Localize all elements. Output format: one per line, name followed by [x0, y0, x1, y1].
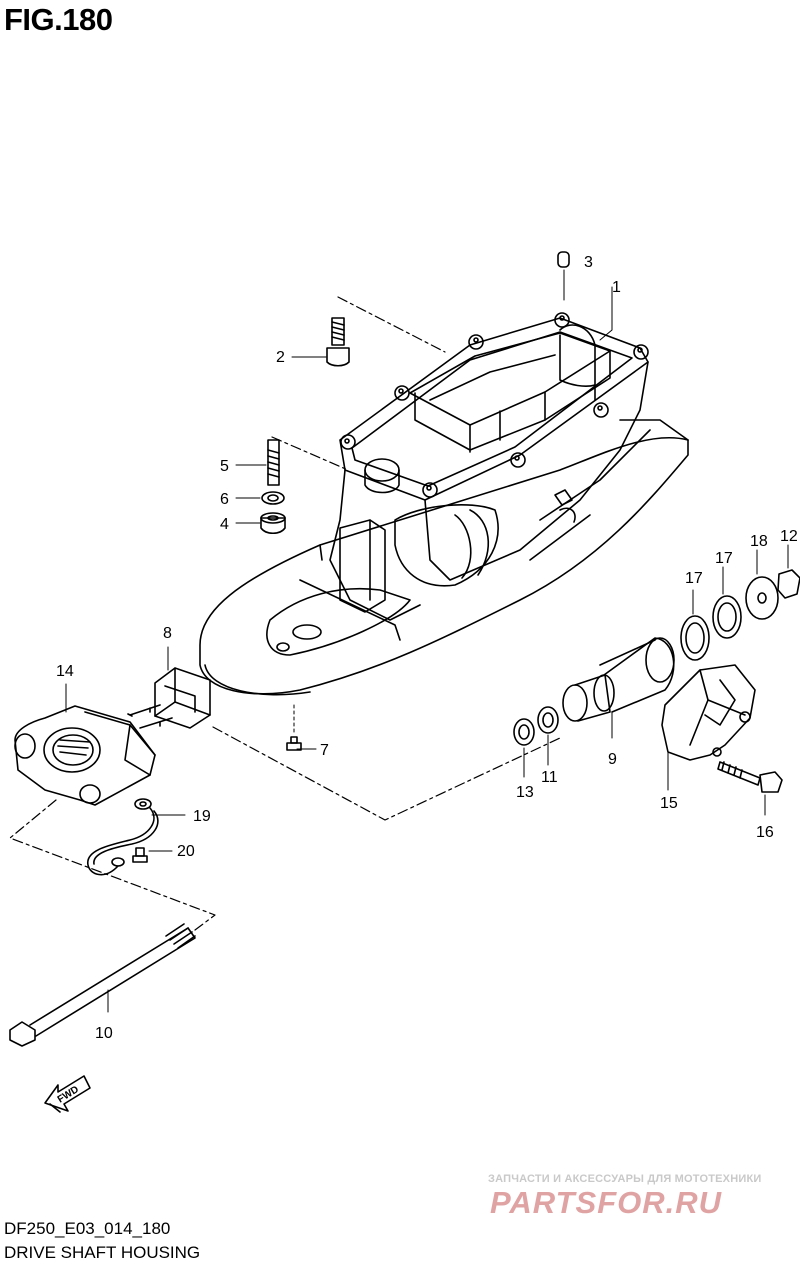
callout-2: 2 — [276, 349, 285, 366]
callout-18: 18 — [750, 533, 768, 550]
bracket-part-14 — [14, 683, 156, 806]
callout-11: 11 — [541, 769, 558, 786]
washer-part-18 — [745, 549, 779, 620]
callout-9: 9 — [608, 751, 617, 768]
callout-16: 16 — [756, 824, 774, 841]
washer-part-11 — [537, 706, 559, 766]
dowel-part-3 — [557, 251, 570, 268]
clamp-part-15 — [661, 664, 756, 791]
watermark-logo: PARTSFOR.RU — [490, 1185, 723, 1220]
washer-part-17b — [712, 566, 742, 639]
stud-part-5 — [267, 439, 280, 486]
callout-6: 6 — [220, 491, 229, 508]
bolt-part-16 — [717, 761, 783, 816]
callout-1: 1 — [612, 279, 621, 296]
long-bolt-part-10 — [9, 923, 196, 1047]
nut-part-4 — [260, 512, 286, 535]
callout-13: 13 — [516, 784, 534, 801]
callout-8: 8 — [163, 625, 172, 642]
callout-19: 19 — [193, 808, 211, 825]
screw-part-20 — [132, 847, 173, 863]
callout-10: 10 — [95, 1025, 113, 1042]
watermark-tagline: ЗАПЧАСТИ И АКСЕССУАРЫ ДЛЯ МОТОТЕХНИКИ — [488, 1173, 762, 1185]
mount-part-9 — [562, 637, 675, 739]
callout-12: 12 — [780, 528, 798, 545]
callout-17-left: 17 — [685, 570, 703, 587]
callout-7: 7 — [320, 742, 329, 759]
figure-description: DRIVE SHAFT HOUSING — [4, 1243, 201, 1262]
figure-title: FIG.180 — [4, 2, 113, 37]
callout-17-right: 17 — [715, 550, 733, 567]
callout-20: 20 — [177, 843, 195, 860]
callout-3: 3 — [584, 254, 593, 271]
callout-4: 4 — [220, 516, 229, 533]
washer-part-6 — [261, 491, 285, 505]
callout-14: 14 — [56, 663, 74, 680]
callout-15: 15 — [660, 795, 678, 812]
nut-part-12 — [777, 544, 800, 599]
connector-part-8 — [127, 646, 211, 729]
washer-part-17a — [680, 589, 710, 661]
ground-wire-part-19 — [87, 798, 186, 876]
washer-part-13 — [513, 718, 535, 778]
drive-shaft-housing — [199, 312, 689, 696]
bolt-part-7 — [286, 736, 302, 751]
bolt-part-2 — [326, 317, 350, 367]
callout-5: 5 — [220, 458, 229, 475]
figure-code: DF250_E03_014_180 — [4, 1219, 171, 1238]
fwd-arrow-icon — [44, 1075, 91, 1113]
